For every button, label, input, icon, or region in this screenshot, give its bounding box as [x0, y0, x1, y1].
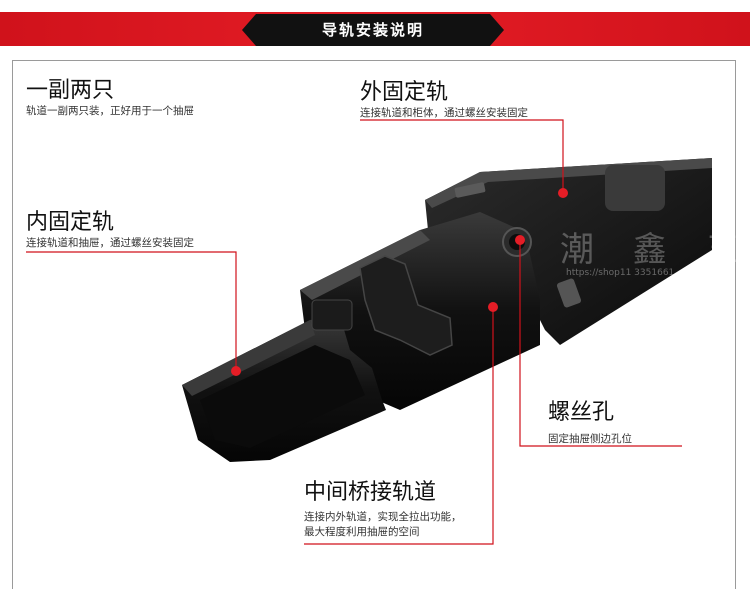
callout-outer-desc: 连接轨道和柜体，通过螺丝安装固定 [360, 107, 528, 119]
leader-outer [360, 119, 564, 192]
leader-outer-dot [558, 188, 568, 198]
ball-cage [311, 299, 353, 331]
callout-middle-desc-2: 最大程度利用抽屉的空间 [304, 526, 420, 538]
latch-clip [359, 255, 453, 356]
callout-screw-desc: 固定抽屉侧边孔位 [548, 433, 632, 445]
leader-screw-dot [515, 235, 525, 245]
inner-rail-top-lip [182, 320, 315, 396]
leader-screw [519, 240, 682, 447]
callout-pair-title: 一副两只 [26, 78, 115, 103]
callout-inner: 内固定轨 连接轨道和抽屉，通过螺丝安装固定 [26, 210, 194, 251]
callout-middle-desc-1: 连接内外轨道，实现全拉出功能， [304, 511, 462, 523]
callout-screw-title: 螺丝孔 [548, 400, 615, 425]
callout-screw: 螺丝孔 固定抽屉侧边孔位 [548, 400, 632, 447]
outer-rail-slot-1 [454, 182, 486, 198]
callout-middle: 中间桥接轨道 连接内外轨道，实现全拉出功能， 最大程度利用抽屉的空间 [304, 480, 462, 540]
callout-outer-title: 外固定轨 [360, 80, 449, 105]
inner-rail-channel [200, 345, 365, 448]
callout-inner-desc: 连接轨道和抽屉，通过螺丝安装固定 [26, 237, 194, 249]
leader-inner [26, 251, 237, 370]
watermark-url: https://shop11 3351661 [566, 268, 675, 278]
leader-inner-dot [231, 366, 241, 376]
callout-inner-title: 内固定轨 [26, 210, 115, 235]
callout-pair: 一副两只 轨道一副两只装，正好用于一个抽屉 [26, 78, 194, 119]
outer-rail-slot-3 [556, 278, 582, 308]
callout-outer: 外固定轨 连接轨道和柜体，通过螺丝安装固定 [360, 80, 528, 121]
watermark: 潮 鑫 五 [560, 230, 750, 270]
header-title-tab [242, 14, 504, 46]
page-title: 导轨安装说明 [321, 21, 424, 39]
callout-middle-title: 中间桥接轨道 [304, 480, 437, 505]
callout-pair-desc: 轨道一副两只装，正好用于一个抽屉 [26, 105, 194, 117]
leader-middle [304, 307, 494, 545]
leader-middle-dot [488, 302, 498, 312]
outer-rail-slot-2 [605, 165, 665, 211]
